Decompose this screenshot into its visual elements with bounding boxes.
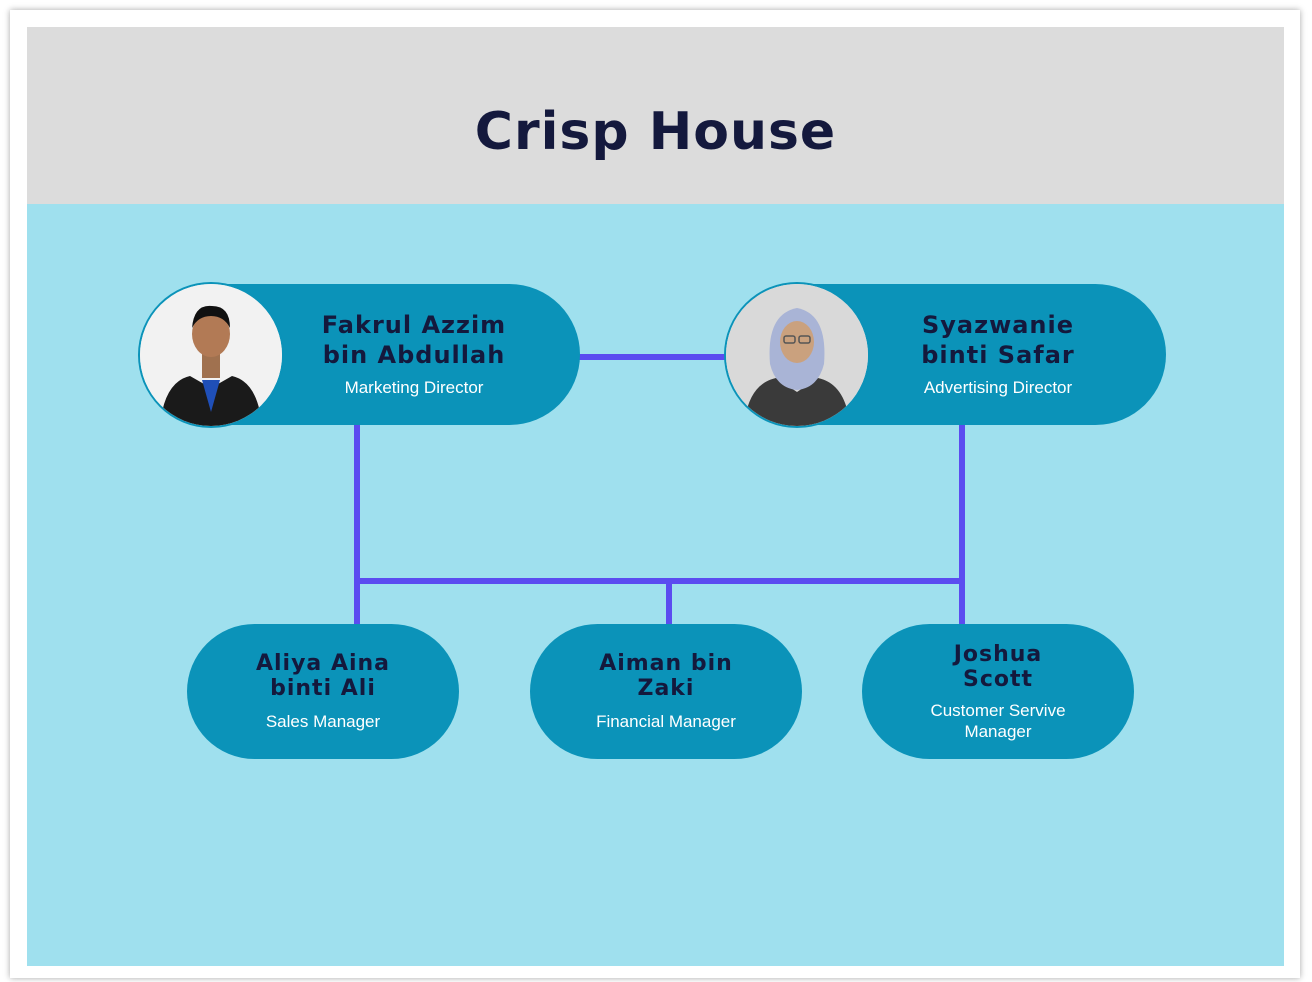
director-card-marketing-text: Fakrul Azzim bin Abdullah Marketing Dire… xyxy=(280,310,548,398)
director-name-line1: Syazwanie xyxy=(921,311,1075,339)
director-card-advertising-text: Syazwanie binti Safar Advertising Direct… xyxy=(866,310,1130,398)
manager-card-customer-service: Joshua Scott Customer Servive Manager xyxy=(862,624,1134,759)
page-title: Crisp House xyxy=(474,102,837,162)
director-role: Marketing Director xyxy=(344,378,484,397)
manager-name-line2: Scott xyxy=(962,666,1034,692)
manager-name: Joshua Scott xyxy=(954,642,1043,692)
manager-role-line1: Customer Servive xyxy=(930,700,1066,720)
manager-name-line1: Joshua xyxy=(953,641,1043,667)
manager-role: Financial Manager xyxy=(596,711,736,732)
director-name-line2: binti Safar xyxy=(921,341,1075,369)
director-name-line2: bin Abdullah xyxy=(322,341,506,369)
manager-name-line2: Zaki xyxy=(637,676,695,701)
avatar-portrait-man xyxy=(140,284,282,426)
director-role: Advertising Director xyxy=(923,378,1073,397)
header-band: Crisp House xyxy=(27,27,1284,204)
manager-card-sales: Aliya Aina binti Ali Sales Manager xyxy=(187,624,459,759)
person-photo-icon xyxy=(140,284,282,426)
manager-name-line1: Aiman bin xyxy=(599,651,733,676)
manager-card-financial: Aiman bin Zaki Financial Manager xyxy=(530,624,802,759)
manager-role: Sales Manager xyxy=(266,711,380,732)
person-photo-icon xyxy=(726,284,868,426)
manager-role: Customer Servive Manager xyxy=(930,700,1065,742)
manager-name-line2: binti Ali xyxy=(270,676,376,701)
manager-role-line1: Sales Manager xyxy=(265,712,381,731)
manager-name: Aiman bin Zaki xyxy=(599,651,733,701)
avatar-portrait-woman xyxy=(726,284,868,426)
manager-name: Aliya Aina binti Ali xyxy=(256,651,390,701)
director-name-line1: Fakrul Azzim xyxy=(321,311,507,339)
manager-name-line1: Aliya Aina xyxy=(255,651,391,676)
director-name: Syazwanie binti Safar xyxy=(921,310,1075,370)
director-name: Fakrul Azzim bin Abdullah xyxy=(322,310,506,370)
manager-role-line1: Financial Manager xyxy=(596,712,736,731)
manager-role-line2: Manager xyxy=(964,721,1032,741)
